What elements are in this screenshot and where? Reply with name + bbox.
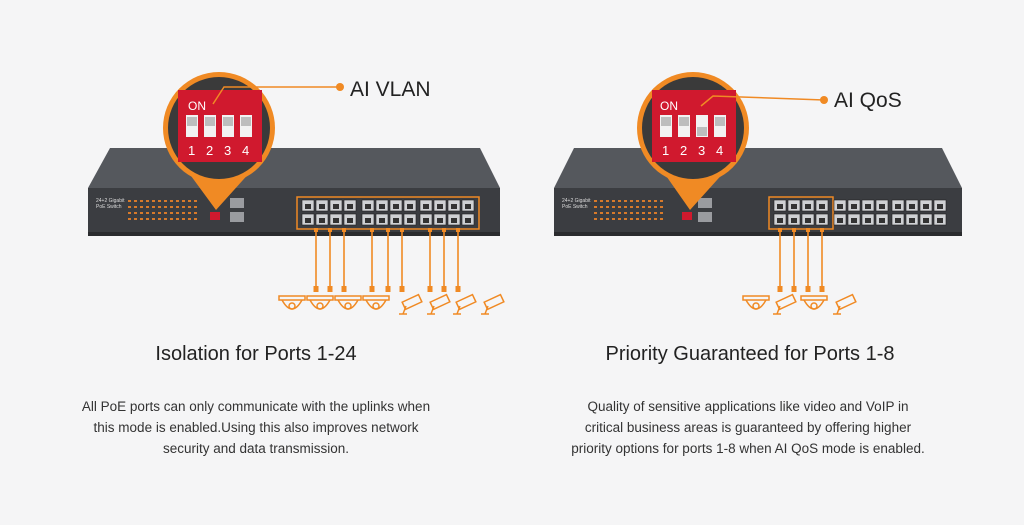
network-switch: 24+2 Gigabit PoE Switch <box>554 148 962 236</box>
dome-camera-icon <box>334 295 362 310</box>
section-title-vlan: Isolation for Ports 1-24 <box>155 343 357 365</box>
dip-number: 3 <box>224 143 231 158</box>
svg-text:24+2 Gigabit: 24+2 Gigabit <box>562 198 591 204</box>
port-wires <box>278 228 505 315</box>
ports-highlight <box>768 196 834 230</box>
dip-number: 1 <box>662 143 669 158</box>
feature-label-qos: AI QoS <box>834 89 902 112</box>
callout-line <box>212 86 340 105</box>
bullet-camera-icon <box>481 293 505 315</box>
small-dip-switch <box>682 212 692 220</box>
section-description-vlan: All PoE ports can only communicate with … <box>81 399 431 456</box>
bullet-camera-icon <box>833 293 857 315</box>
dip-number: 3 <box>698 143 705 158</box>
callout-dot <box>336 83 344 91</box>
dip-number: 2 <box>206 143 213 158</box>
dip-on-label: ON <box>660 99 678 113</box>
network-switch: 24+2 Gigabit PoE Switch <box>88 148 500 236</box>
dome-camera-icon <box>278 295 306 310</box>
dome-camera-icon <box>362 295 390 310</box>
dip-on-label: ON <box>188 99 206 113</box>
callout-line <box>700 95 825 107</box>
port-wires <box>742 228 857 315</box>
dip-number: 4 <box>242 143 249 158</box>
callout-dot <box>820 96 828 104</box>
svg-text:PoE Switch: PoE Switch <box>562 204 588 210</box>
dip-number: 1 <box>188 143 195 158</box>
section-title-qos: Priority Guaranteed for Ports 1-8 <box>605 343 895 365</box>
bullet-camera-icon <box>453 293 477 315</box>
dip-number: 2 <box>680 143 687 158</box>
small-dip-switch <box>210 212 220 220</box>
dip-number: 4 <box>716 143 723 158</box>
dome-camera-icon <box>800 295 828 310</box>
svg-text:24+2 Gigabit: 24+2 Gigabit <box>96 198 125 204</box>
dome-camera-icon <box>306 295 334 310</box>
bullet-camera-icon <box>399 293 423 315</box>
dome-camera-icon <box>742 295 770 310</box>
section-description-qos: Quality of sensitive applications like v… <box>571 399 925 456</box>
bullet-camera-icon <box>427 293 451 315</box>
bullet-camera-icon <box>773 293 797 315</box>
feature-label-vlan: AI VLAN <box>350 78 431 101</box>
svg-text:PoE Switch: PoE Switch <box>96 204 122 210</box>
